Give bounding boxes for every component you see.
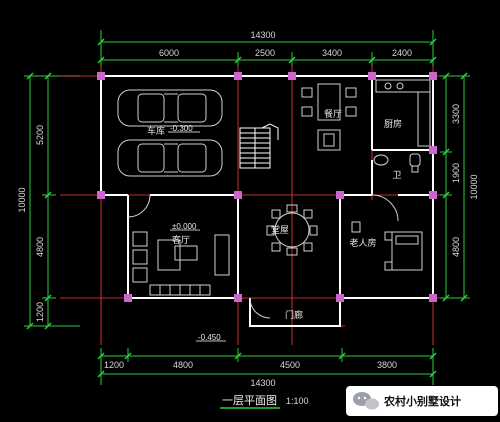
staircase [239, 123, 279, 169]
room-hall: 堂屋 [271, 224, 289, 236]
dim-top-total: 14300 [250, 30, 275, 40]
dim-right-3: 4800 [451, 237, 461, 257]
room-elder: 老人房 [349, 237, 376, 249]
wechat-icon [353, 392, 379, 410]
room-dining: 餐厅 [324, 108, 342, 120]
bed [351, 221, 423, 271]
car-upper [117, 89, 223, 127]
walls [100, 75, 434, 327]
dim-right-2: 1900 [451, 163, 461, 183]
dim-top-2: 2500 [255, 48, 275, 58]
dim-right-1: 3300 [451, 104, 461, 124]
room-porch: 门廊 [285, 309, 303, 321]
level-outside: -0.450 [198, 333, 221, 342]
round-table [266, 204, 318, 256]
level-garage: -0.300 [170, 124, 193, 133]
furniture [117, 79, 431, 319]
drawing-scale: 1:100 [286, 396, 309, 406]
dim-right-total: 10000 [469, 174, 479, 199]
car-lower [117, 139, 223, 177]
dim-top-1: 6000 [159, 48, 179, 58]
dim-bottom-total: 14300 [250, 378, 275, 388]
dim-left-1: 5200 [35, 125, 45, 145]
dim-left-3: 1200 [35, 302, 45, 322]
dining-table [301, 83, 357, 151]
watermark-badge [346, 386, 498, 416]
sofa-set [132, 231, 230, 296]
room-kitchen: 厨房 [384, 118, 402, 130]
level-living: ±0.000 [172, 222, 197, 231]
drawing-title: 一层平面图 [222, 394, 277, 407]
kitchen-counter [375, 79, 431, 147]
dim-bottom-2: 4800 [173, 360, 193, 370]
dim-bottom-4: 3800 [377, 360, 397, 370]
dim-left-total: 10000 [17, 187, 27, 212]
room-bathroom: 卫 [392, 171, 401, 181]
dim-left-2: 4800 [35, 237, 45, 257]
dim-top-4: 2400 [392, 48, 412, 58]
columns [97, 72, 437, 302]
room-living: 客厅 [172, 234, 190, 246]
dim-top-3: 3400 [322, 48, 342, 58]
dim-bottom-1: 1200 [104, 360, 124, 370]
dimension-lines [24, 30, 470, 385]
room-garage: 车库 [147, 125, 165, 137]
dim-bottom-3: 4500 [280, 360, 300, 370]
watermark-text: 农村小别墅设计 [383, 394, 461, 408]
bathroom-fixtures [373, 153, 421, 173]
